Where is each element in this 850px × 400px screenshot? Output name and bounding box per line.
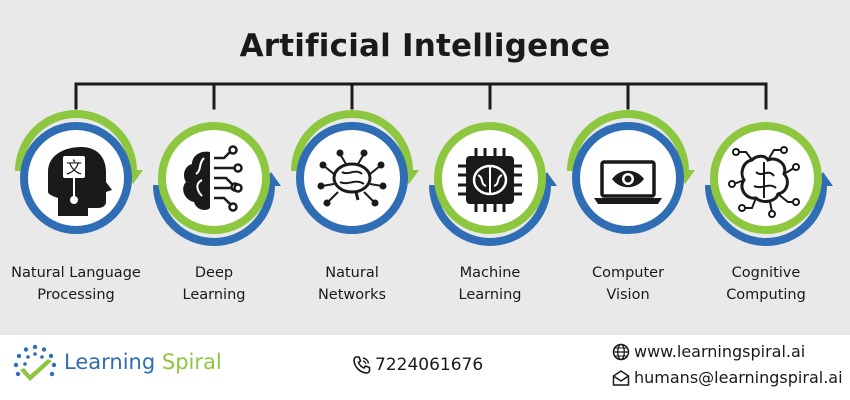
svg-text:文: 文 — [66, 158, 82, 177]
brain-circuit-icon — [183, 145, 243, 212]
footer: Learning Spiral 7224061676 www.learnings… — [0, 335, 850, 400]
brand-name: Learning Spiral — [64, 350, 222, 374]
label-machine-learning: Machine Learning — [458, 265, 522, 303]
label-natural-language-processing: Natural Language Processing — [11, 265, 141, 303]
globe-icon — [612, 343, 630, 361]
head-language-icon: 文 — [48, 147, 112, 216]
label-deep-learning: Deep Learning — [182, 265, 246, 303]
website-url: www.learningspiral.ai — [634, 342, 806, 361]
phone-number: 7224061676 — [375, 355, 484, 375]
diagram-panel — [0, 0, 850, 335]
node-circle-6 — [710, 122, 822, 234]
diagram-title: Artificial Intelligence — [239, 28, 611, 64]
brain-network-icon — [317, 149, 387, 207]
learning-spiral-logo-icon — [13, 344, 57, 381]
envelope-icon — [612, 370, 630, 386]
email-address: humans@learningspiral.ai — [634, 368, 843, 387]
connector-bracket — [74, 82, 768, 110]
node-circle-3 — [296, 122, 408, 234]
ai-branch-diagram: 文 — [15, 82, 833, 246]
label-natural-networks: Natural Networks — [317, 265, 387, 303]
phone-icon — [353, 356, 371, 374]
brain-chip-icon — [458, 148, 522, 212]
brain-nodes-icon — [728, 146, 800, 218]
label-computer-vision: Computer Vision — [591, 265, 665, 303]
label-cognitive-computing: Cognitive Computing — [726, 265, 806, 303]
laptop-eye-icon — [594, 160, 662, 204]
